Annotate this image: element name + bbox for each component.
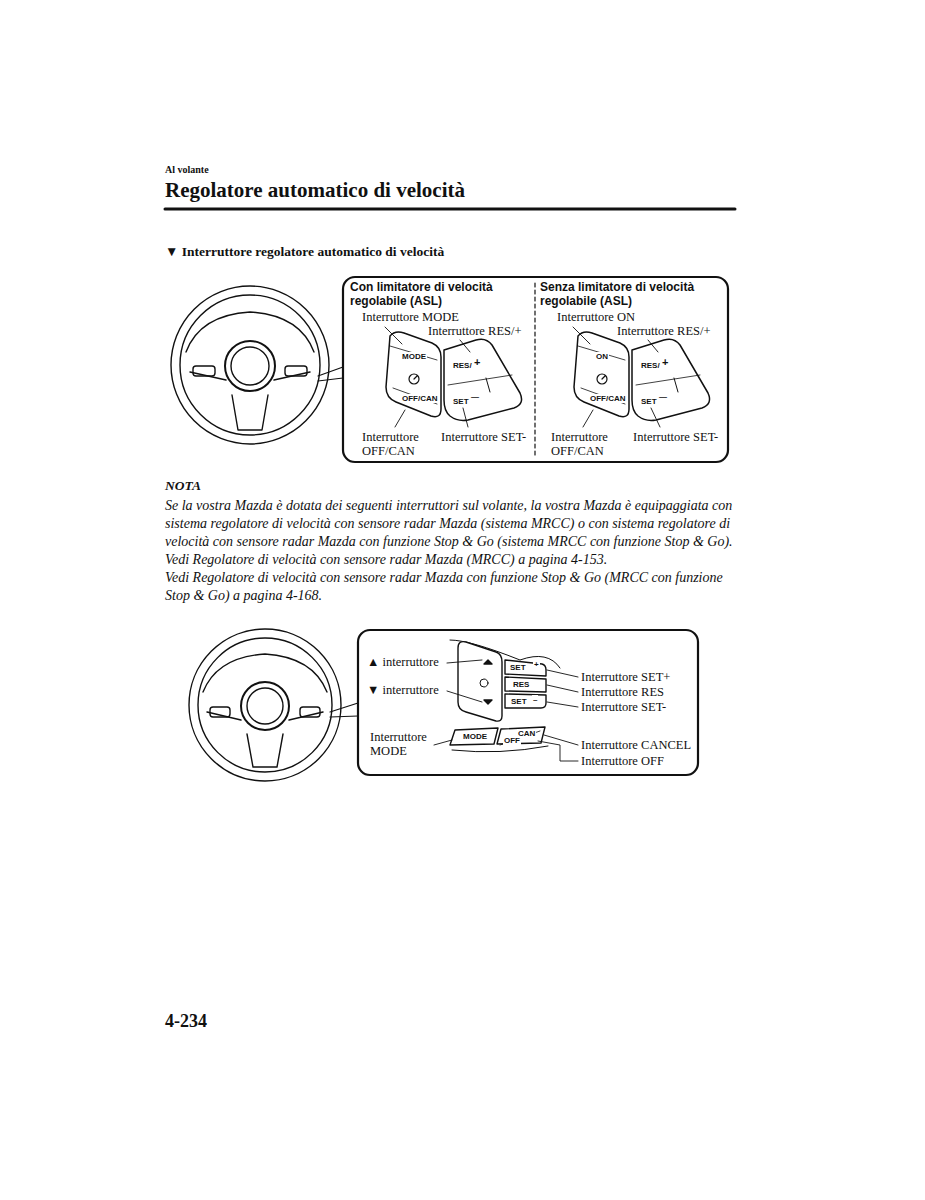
note-text: Se la vostra Mazda è dotata dei seguenti… <box>165 497 750 551</box>
steering-wheel <box>171 286 343 444</box>
divider <box>534 283 535 458</box>
button-text: SET <box>640 397 658 406</box>
button-text: RES/ <box>640 361 661 370</box>
steering-wheel <box>189 629 358 781</box>
switch-cluster <box>450 640 560 752</box>
button-text: ON <box>595 352 609 361</box>
part-label: Interruttore ON <box>557 310 635 324</box>
button-text: OFF/CAN <box>401 394 439 403</box>
page-title: Regolatore automatico di velocità <box>165 178 465 202</box>
button-text: MODE <box>462 732 488 741</box>
panel-heading: Con limitatore di velocità regolabile (A… <box>350 280 534 309</box>
button-text: SET <box>452 397 470 406</box>
part-label: Interruttore OFF/CAN <box>551 430 631 459</box>
callout-box <box>358 630 698 775</box>
page-number: 4-234 <box>165 1011 207 1032</box>
button-text: RES/ <box>452 361 473 370</box>
button-text: — <box>470 392 480 401</box>
part-label: Interruttore OFF <box>581 754 664 768</box>
part-label: Interruttore CANCEL <box>581 738 691 752</box>
part-label: Interruttore RES/+ <box>428 324 522 338</box>
part-label: Interruttore SET- <box>581 700 666 714</box>
button-text: — <box>658 392 668 401</box>
header-rule <box>165 208 735 211</box>
note-text: Vedi Regolatore di velocità con sensore … <box>165 569 750 605</box>
panel-heading: Senza limitatore di velocità regolabile … <box>540 280 726 309</box>
part-label: ▼ interruttore <box>367 683 439 697</box>
note-heading: NOTA <box>165 478 201 494</box>
part-label: Interruttore SET- <box>441 430 526 444</box>
part-label: ▲ interruttore <box>367 655 439 669</box>
switch-cluster <box>386 332 522 421</box>
switch-cluster <box>574 332 710 421</box>
leader-lines <box>434 660 578 761</box>
button-text: + <box>661 356 669 369</box>
heading-text: Con limitatore di velocità regolabile (A… <box>350 280 534 309</box>
section-heading: ▼ Interruttore regolatore automatico di … <box>165 244 444 260</box>
part-label: Interruttore MODE <box>370 730 440 759</box>
button-text: SET <box>510 697 528 706</box>
heading-text: Senza limitatore di velocità regolabile … <box>540 280 726 309</box>
button-text: RES <box>512 680 530 689</box>
callout-box <box>343 277 728 462</box>
button-text: + <box>533 660 540 669</box>
note-text: Vedi Regolatore di velocità con sensore … <box>165 551 750 569</box>
button-text: + <box>473 356 481 369</box>
button-text: MODE <box>401 352 427 361</box>
button-text: SET <box>509 663 527 672</box>
part-label: Interruttore RES <box>581 685 664 699</box>
part-label: Interruttore MODE <box>362 310 459 324</box>
leader-lines <box>385 327 660 427</box>
part-label: Interruttore SET- <box>633 430 718 444</box>
part-label: Interruttore OFF/CAN <box>362 430 442 459</box>
running-header: Al volante <box>165 164 209 176</box>
button-text: OFF <box>503 736 521 745</box>
button-text: OFF/CAN <box>589 394 627 403</box>
button-text: – <box>532 695 538 704</box>
part-label: Interruttore SET+ <box>581 670 670 684</box>
part-label: Interruttore RES/+ <box>617 324 711 338</box>
